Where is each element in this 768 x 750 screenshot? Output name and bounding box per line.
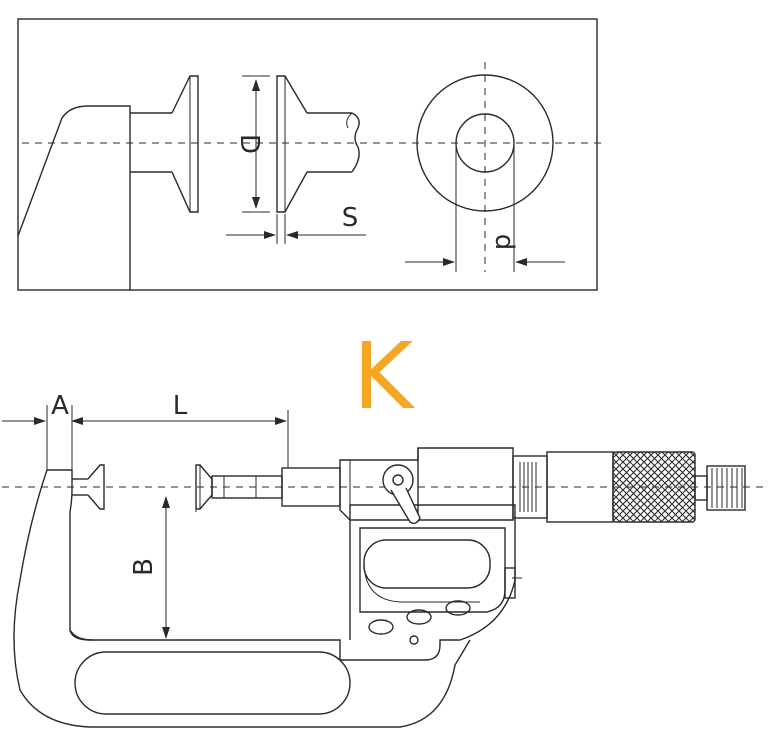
detail-frame bbox=[17, 18, 598, 291]
button-mode[interactable] bbox=[406, 609, 432, 625]
data-port bbox=[504, 567, 516, 599]
dim-B-label: B bbox=[129, 558, 159, 576]
dim-A-label: A bbox=[51, 391, 69, 421]
thimble-graduations bbox=[519, 462, 537, 512]
frame-cutout bbox=[74, 651, 351, 715]
micrometer-assembly: A L B bbox=[2, 391, 768, 728]
detail-panel: D S d bbox=[17, 18, 605, 291]
anvil-disc bbox=[87, 464, 105, 510]
shaft-break bbox=[351, 112, 360, 173]
dim-S-label: S bbox=[342, 203, 359, 233]
ratchet-stop[interactable] bbox=[706, 465, 746, 511]
c-frame bbox=[13, 469, 471, 728]
spindle bbox=[211, 475, 283, 499]
knurled-grip[interactable] bbox=[612, 451, 696, 523]
left-disc-anvil bbox=[171, 75, 199, 213]
right-disc-spindle bbox=[276, 75, 308, 213]
lcd-display bbox=[363, 539, 491, 589]
button-on-off[interactable] bbox=[445, 600, 471, 616]
screw-hole bbox=[409, 635, 419, 645]
body-housing bbox=[339, 447, 514, 521]
frame-stub bbox=[17, 105, 131, 290]
lock-lever[interactable] bbox=[382, 464, 421, 525]
dim-d-label: d bbox=[489, 234, 519, 251]
button-zero[interactable] bbox=[368, 619, 394, 635]
model-letter: K bbox=[353, 323, 416, 430]
disc-end-view bbox=[416, 74, 554, 212]
dim-L-label: L bbox=[173, 391, 188, 421]
dim-D-label: D bbox=[234, 134, 264, 154]
